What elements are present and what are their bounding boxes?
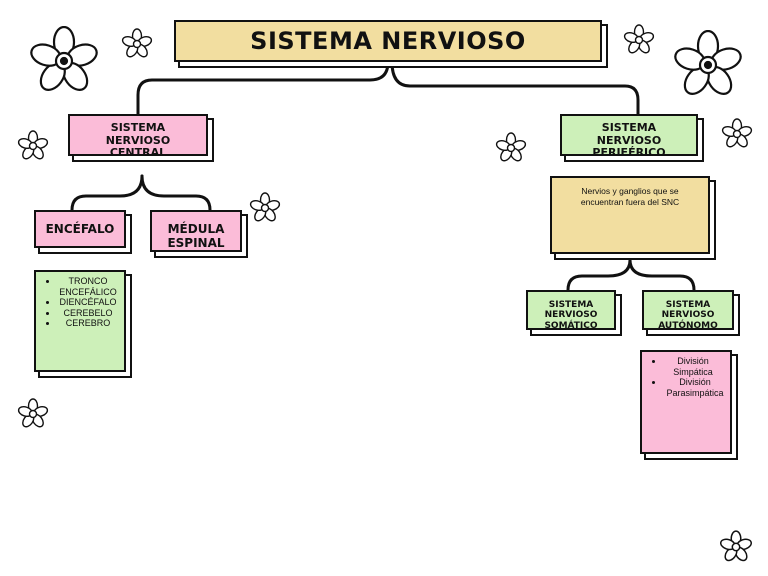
central-connector-right (140, 174, 212, 212)
title-box: SISTEMA NERVIOSO (174, 20, 602, 62)
central-node: SISTEMA NERVIOSO CENTRAL (68, 114, 208, 159)
flower-icon (249, 192, 281, 222)
list-item: DIENCÉFALO (58, 297, 124, 308)
somatico-label: SISTEMA NERVIOSO SOMÁTICO (544, 300, 598, 331)
encefalo-node: ENCÉFALO (34, 210, 126, 248)
flower-icon (121, 28, 153, 58)
list-item: División Parasimpática (664, 377, 730, 398)
flower-icon (721, 118, 753, 148)
flower-icon (495, 132, 527, 162)
flower-icon (623, 24, 655, 54)
encefalo-label: ENCÉFALO (45, 222, 115, 236)
periferico-node: SISTEMA NERVIOSO PERIFÉRICO (560, 114, 698, 159)
list-item: TRONCO ENCEFÁLICO (58, 276, 124, 297)
periferico-description: Nervios y ganglios que se encuentran fue… (580, 186, 680, 207)
medula-label: MÉDULA ESPINAL (167, 222, 225, 250)
flower-icon (17, 398, 49, 428)
central-connector (70, 174, 144, 212)
list-item: CEREBRO (58, 318, 124, 329)
central-label: SISTEMA NERVIOSO CENTRAL (105, 121, 171, 160)
autonomo-list: División Simpática División Parasimpátic… (642, 356, 730, 398)
periferico-connector-right (628, 258, 696, 292)
flower-icon (720, 530, 752, 562)
periferico-connector (566, 258, 632, 292)
flower-icon (30, 26, 98, 91)
page-title: SISTEMA NERVIOSO (250, 27, 526, 55)
encefalo-list: TRONCO ENCEFÁLICO DIENCÉFALO CEREBELO CE… (36, 276, 124, 329)
title-connector-right (390, 60, 640, 116)
medula-node: MÉDULA ESPINAL (150, 210, 242, 252)
list-item: División Simpática (664, 356, 730, 377)
encefalo-list-box: TRONCO ENCEFÁLICO DIENCÉFALO CEREBELO CE… (34, 270, 126, 372)
list-item: CEREBELO (58, 308, 124, 319)
somatico-node: SISTEMA NERVIOSO SOMÁTICO (526, 290, 616, 331)
autonomo-list-box: División Simpática División Parasimpátic… (640, 350, 732, 454)
periferico-label: SISTEMA NERVIOSO PERIFÉRICO (592, 121, 666, 160)
autonomo-label: SISTEMA NERVIOSO AUTÓNOMO (658, 300, 718, 330)
flower-icon (674, 30, 742, 95)
flower-icon (17, 130, 49, 160)
periferico-description-box: Nervios y ganglios que se encuentran fue… (550, 176, 710, 254)
autonomo-node: SISTEMA NERVIOSO AUTÓNOMO (642, 290, 734, 330)
title-connector (136, 60, 390, 116)
